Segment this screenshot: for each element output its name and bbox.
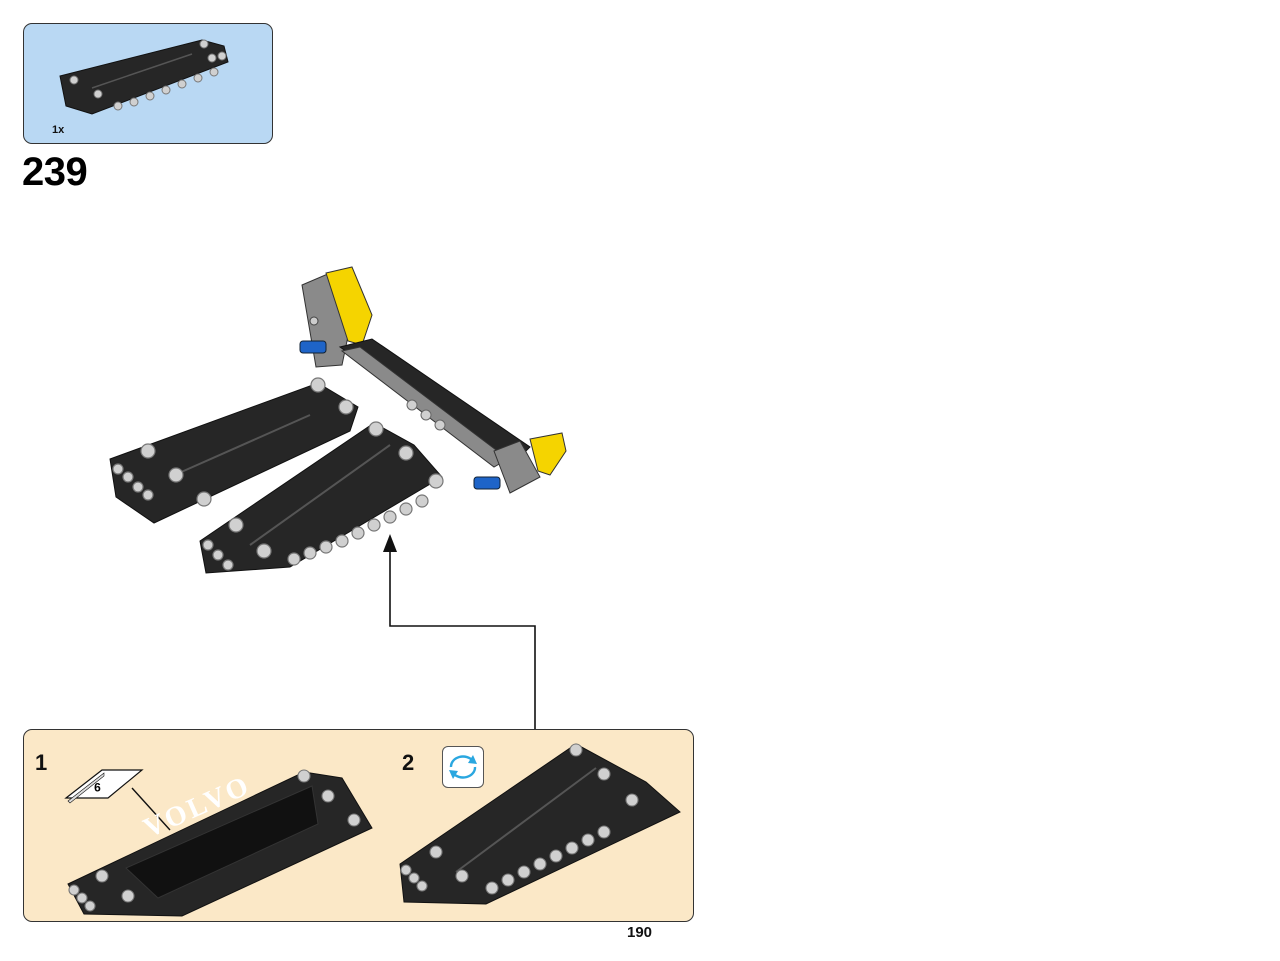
parts-quantity: 1x — [52, 124, 64, 136]
parts-list-callout: 1x — [23, 23, 273, 144]
technic-panel-icon — [396, 742, 686, 912]
substep-1-number: 1 — [35, 750, 47, 776]
technic-panel-icon — [52, 36, 242, 120]
submodel-callout: 1 9 VOLVO 2 — [23, 729, 694, 922]
page-number: 190 — [627, 924, 652, 941]
connector-arrow — [370, 530, 550, 732]
step-number: 239 — [22, 150, 87, 195]
